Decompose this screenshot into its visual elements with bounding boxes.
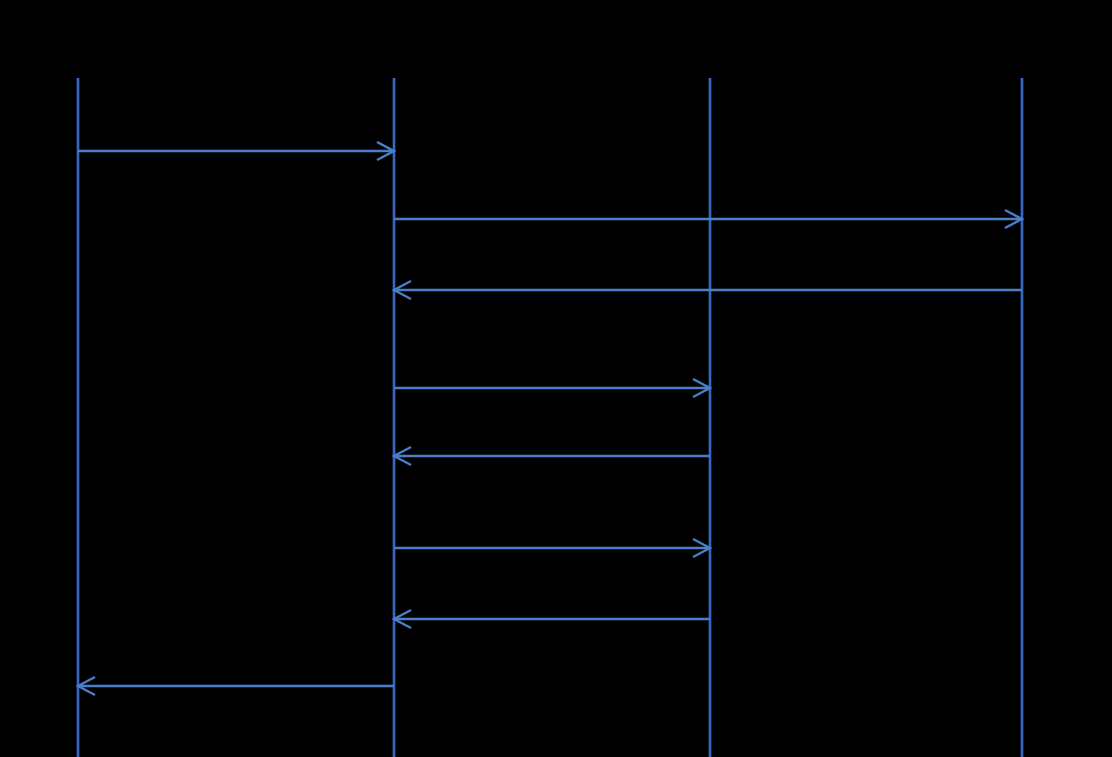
message-arrowhead: [391, 608, 412, 630]
message-5: [391, 445, 710, 467]
message-7: [391, 608, 710, 630]
lifelines-group: [76, 78, 1024, 757]
message-arrowhead: [1004, 208, 1025, 230]
message-2: [394, 208, 1025, 230]
messages-group: [75, 140, 1025, 697]
message-6: [394, 537, 713, 559]
message-3: [391, 279, 1022, 301]
message-8: [75, 675, 394, 697]
message-arrowhead: [376, 140, 397, 162]
message-arrowhead: [692, 377, 713, 399]
message-4: [394, 377, 713, 399]
message-arrowhead: [391, 445, 412, 467]
message-arrowhead: [391, 279, 412, 301]
message-1: [78, 140, 397, 162]
message-arrowhead: [75, 675, 96, 697]
message-arrowhead: [692, 537, 713, 559]
